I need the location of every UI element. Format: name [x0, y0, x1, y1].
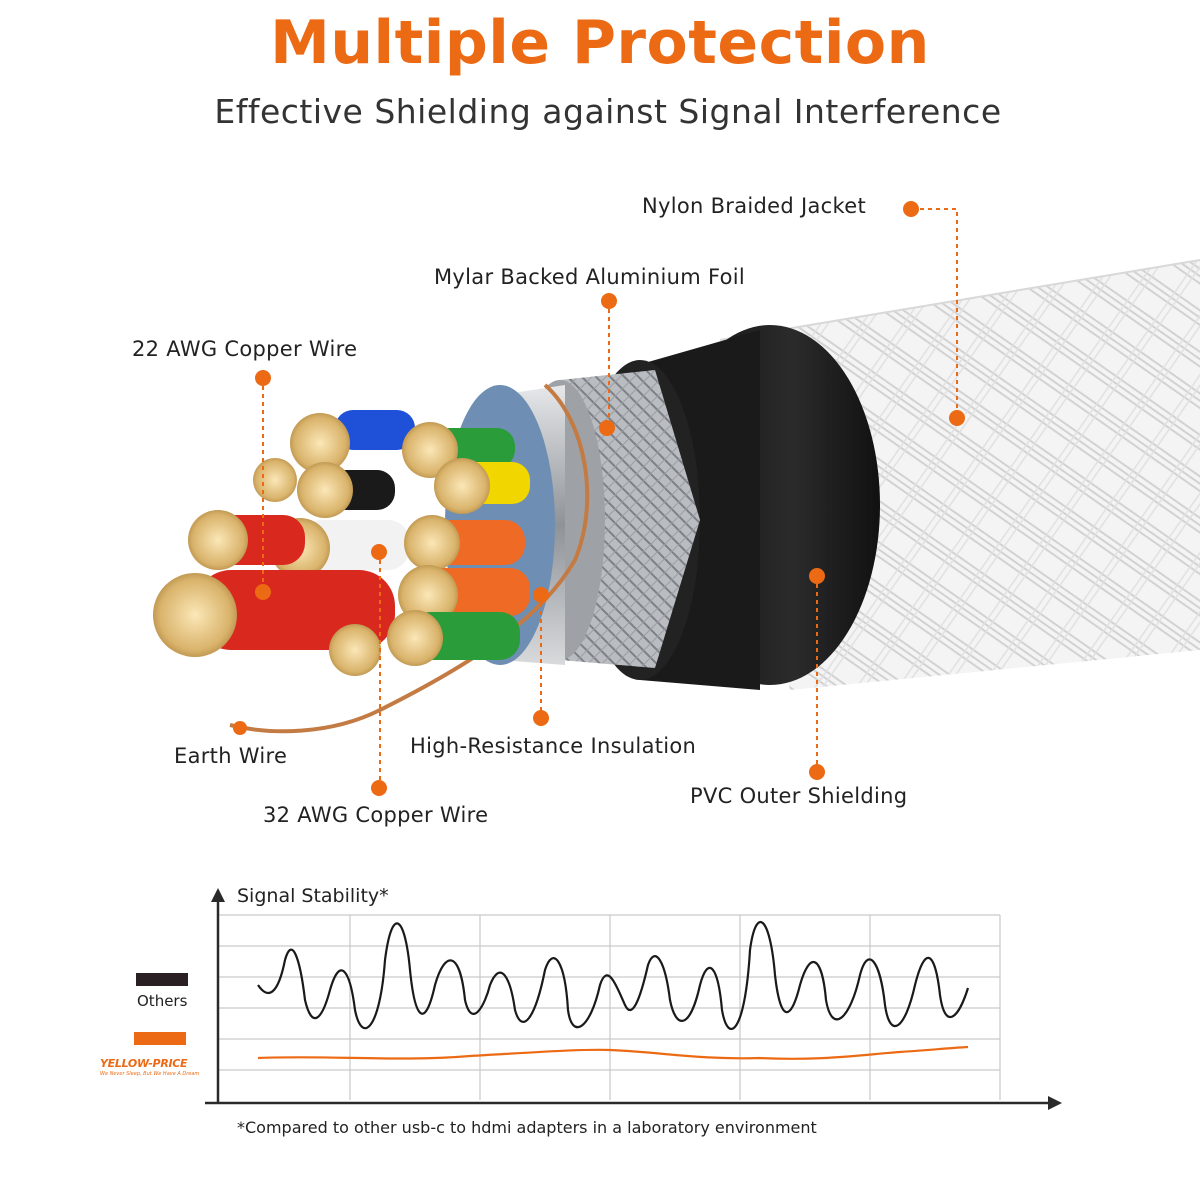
callout-dots — [233, 201, 965, 796]
label-22awg-copper: 22 AWG Copper Wire — [132, 337, 358, 361]
callout-dot-pvc — [809, 568, 825, 584]
legend-brand-label: YELLOW-PRICE — [100, 1057, 188, 1070]
callout-dot-nylon-end — [949, 410, 965, 426]
page-title: Multiple Protection — [270, 8, 930, 78]
label-32awg-copper: 32 AWG Copper Wire — [263, 803, 489, 827]
callout-dot-22awg-end — [255, 584, 271, 600]
callout-dot-pvc-end — [809, 764, 825, 780]
chart-footnote: *Compared to other usb-c to hdmi adapter… — [237, 1118, 817, 1137]
label-high-resistance-insulation: High-Resistance Insulation — [410, 734, 697, 758]
callout-leaders — [262, 208, 958, 788]
callout-dot-insulation-end — [533, 710, 549, 726]
callout-dot-32awg-end — [371, 780, 387, 796]
label-mylar-foil: Mylar Backed Aluminium Foil — [434, 265, 746, 289]
legend-others-swatch — [136, 973, 188, 986]
cable-cross-section-illustration — [153, 201, 1200, 796]
legend-brand-tagline: We Never Sleep, But We Have A Dream — [100, 1071, 200, 1077]
legend-brand-swatch — [134, 1032, 186, 1045]
callout-dot-nylon — [903, 201, 919, 217]
callout-dot-insulation — [533, 587, 549, 603]
chart-title: Signal Stability* — [237, 885, 389, 907]
brand-signal-line — [257, 1045, 969, 1060]
chart-axes — [205, 888, 1062, 1110]
page-subtitle: Effective Shielding against Signal Inter… — [214, 92, 1002, 131]
label-nylon-braided-jacket: Nylon Braided Jacket — [642, 194, 866, 218]
callout-dot-22awg — [255, 370, 271, 386]
signal-stability-chart — [205, 888, 1062, 1110]
legend-others-label: Others — [137, 992, 188, 1010]
label-pvc-outer-shielding: PVC Outer Shielding — [690, 784, 908, 808]
callout-dot-foil-end — [599, 420, 615, 436]
callout-dot-foil — [601, 293, 617, 309]
callout-dot-32awg — [371, 544, 387, 560]
label-earth-wire: Earth Wire — [174, 744, 288, 768]
inner-conductors — [153, 410, 530, 676]
chart-grid — [218, 914, 1001, 1100]
callout-dot-earth — [233, 721, 247, 735]
others-signal-line — [257, 920, 970, 1030]
